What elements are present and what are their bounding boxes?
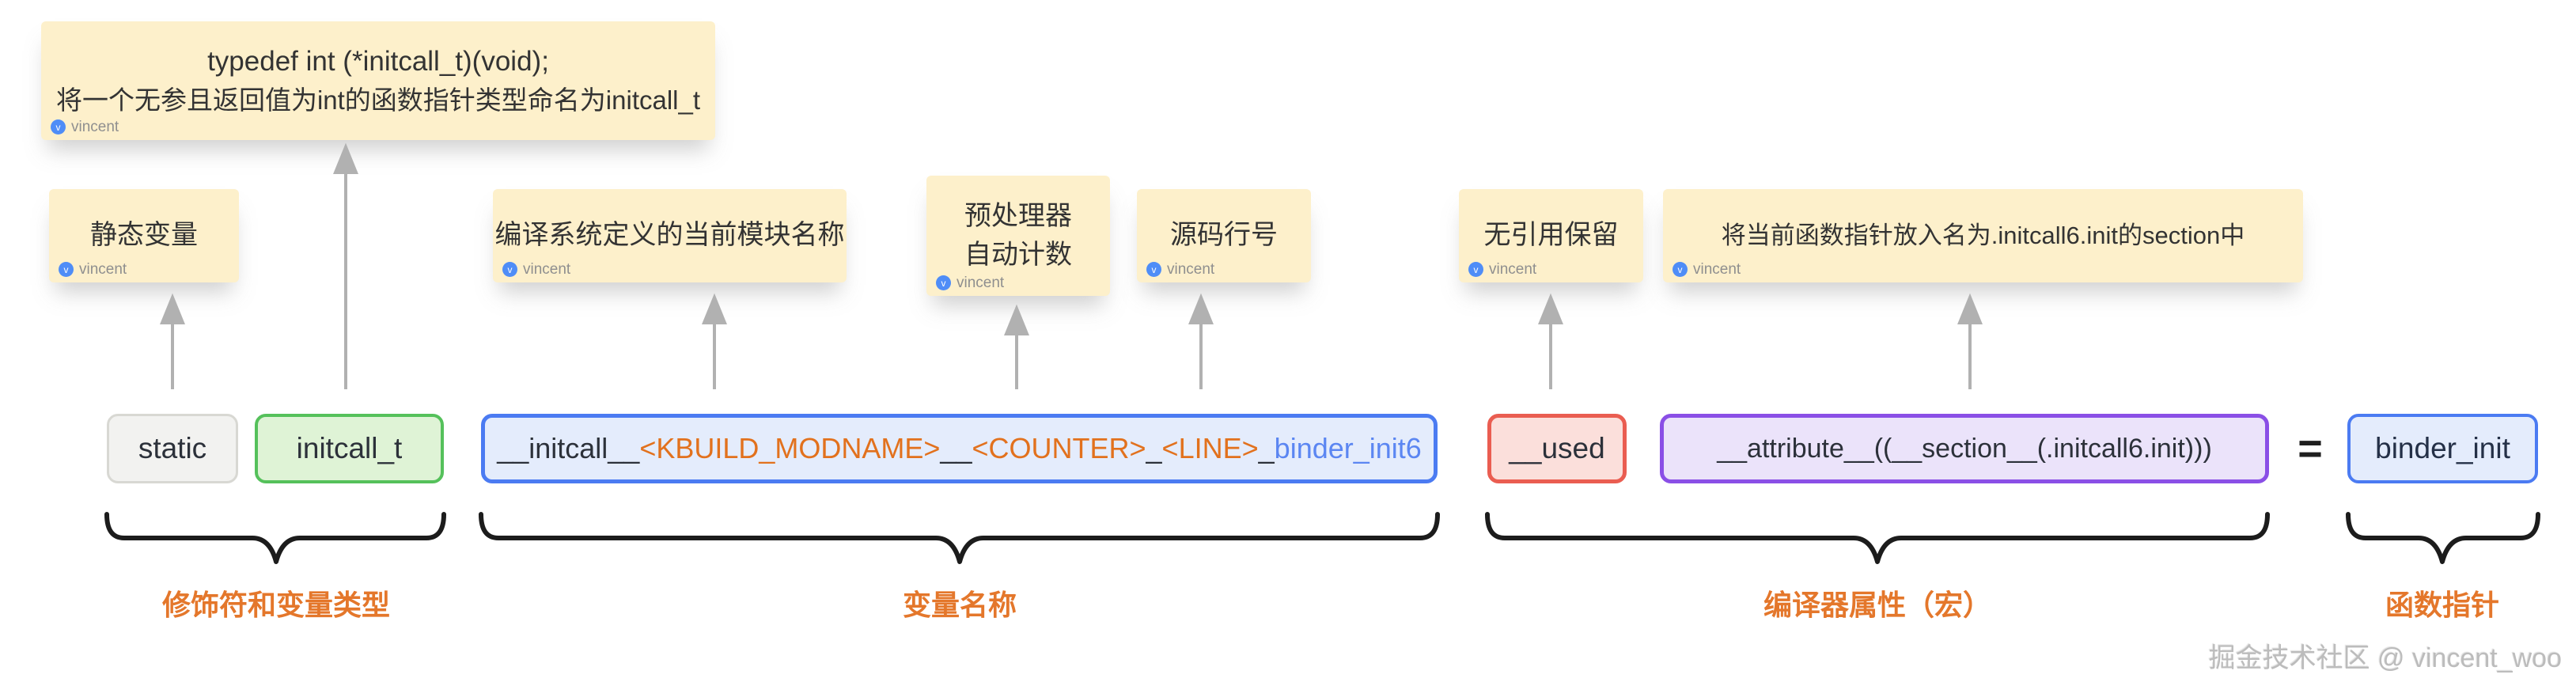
note-modname-text: 编译系统定义的当前模块名称 (494, 220, 845, 251)
arrow-kbuild-modname-to-note (702, 293, 727, 389)
underbrace-variable-name (479, 512, 1440, 564)
code-segment: _ (1146, 432, 1162, 464)
author-name: vincent (79, 261, 127, 278)
author-name: vincent (1693, 261, 1741, 278)
avatar-icon: v (1146, 262, 1161, 277)
code-segment: __initcall__ (497, 432, 640, 464)
code-segment: __ (940, 432, 972, 464)
author-name: vincent (957, 275, 1005, 291)
author-badge: v vincent (51, 119, 119, 135)
note-modname: 编译系统定义的当前模块名称 v vincent (493, 189, 847, 282)
code-token-used: __used (1487, 414, 1627, 483)
note-typedef-line2: 将一个无参且返回值为int的函数指针类型命名为initcall_t (55, 85, 701, 116)
author-badge: v vincent (1673, 262, 1741, 277)
note-static-variable-text: 静态变量 (90, 220, 198, 251)
code-token-initcall-t: initcall_t (255, 414, 444, 483)
avatar-icon: v (502, 262, 517, 277)
note-section-text: 将当前函数指针放入名为.initcall6.init的section中 (1721, 221, 2245, 249)
underbrace-compiler-attributes (1485, 512, 2270, 564)
note-used-text: 无引用保留 (1483, 220, 1619, 251)
code-token-attribute: __attribute__((__section__(.initcall6.in… (1660, 414, 2269, 483)
note-counter-line1: 预处理器 (964, 200, 1072, 231)
arrow-static-to-note (160, 293, 185, 389)
note-typedef: typedef int (*initcall_t)(void); 将一个无参且返… (41, 21, 715, 140)
code-segment: binder_init6 (1274, 432, 1422, 464)
avatar-icon: v (51, 119, 66, 135)
arrow-counter-to-note (1004, 304, 1029, 389)
code-segment: _ (1258, 432, 1275, 464)
author-name: vincent (71, 119, 119, 135)
group-label-compiler-attributes: 编译器属性（宏） (1763, 589, 1992, 621)
code-token-static: static (107, 414, 238, 483)
watermark: 掘金技术社区 @ vincent_woo (2208, 643, 2562, 673)
note-used: 无引用保留 v vincent (1459, 189, 1643, 282)
avatar-icon: v (936, 275, 951, 290)
underbrace-function-pointer (2346, 512, 2540, 564)
avatar-icon: v (59, 262, 74, 277)
arrow-line-to-note (1188, 293, 1214, 389)
author-name: vincent (523, 261, 571, 278)
note-typedef-line1: typedef int (*initcall_t)(void); (207, 45, 549, 77)
author-badge: v vincent (502, 262, 570, 277)
author-badge: v vincent (1468, 262, 1536, 277)
avatar-icon: v (1468, 262, 1483, 277)
note-line-number: 源码行号 v vincent (1137, 189, 1311, 282)
code-token-binder-init: binder_init (2347, 414, 2538, 483)
arrow-used-to-note (1538, 293, 1563, 389)
code-segment: <COUNTER> (972, 432, 1146, 464)
group-label-variable-name: 变量名称 (902, 589, 1017, 621)
note-section: 将当前函数指针放入名为.initcall6.init的section中 v vi… (1663, 189, 2303, 282)
code-segment: <LINE> (1161, 432, 1259, 464)
author-badge: v vincent (1146, 262, 1214, 277)
code-segment: <KBUILD_MODNAME> (639, 432, 941, 464)
group-label-modifiers: 修饰符和变量类型 (161, 589, 391, 621)
arrow-initcall-t-to-typedef-note (333, 142, 358, 389)
note-line-number-text: 源码行号 (1170, 220, 1278, 251)
underbrace-modifiers (104, 512, 446, 564)
author-name: vincent (1167, 261, 1215, 278)
author-badge: v vincent (59, 262, 127, 277)
author-badge: v vincent (936, 275, 1004, 290)
avatar-icon: v (1673, 262, 1688, 277)
arrow-attribute-to-note (1957, 293, 1983, 389)
group-label-function-pointer: 函数指针 (2385, 589, 2500, 621)
author-name: vincent (1489, 261, 1537, 278)
note-counter: 预处理器 自动计数 v vincent (926, 176, 1110, 296)
note-static-variable: 静态变量 v vincent (49, 189, 239, 282)
code-token-variable-name: __initcall__<KBUILD_MODNAME>__<COUNTER>_… (481, 414, 1438, 483)
note-counter-line2: 自动计数 (964, 240, 1072, 270)
equals-sign: = (2298, 425, 2323, 472)
